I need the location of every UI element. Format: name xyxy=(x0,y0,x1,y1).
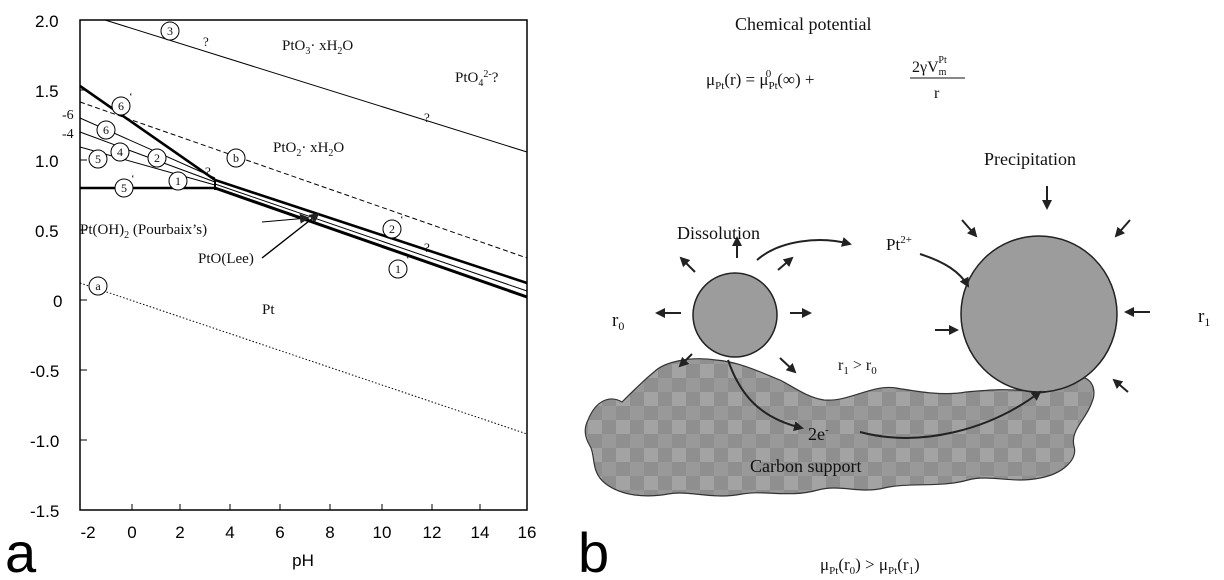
y-tick-label: 0.5 xyxy=(35,222,59,241)
title-chemical-potential: Chemical potential xyxy=(735,14,871,34)
pt2-arrow xyxy=(919,253,969,288)
prime-mark: ‘ xyxy=(400,214,404,226)
x-tick-label: 12 xyxy=(423,523,442,542)
line-4 xyxy=(79,131,216,183)
carbon-support-shape xyxy=(584,358,1095,497)
label-dissolution: Dissolution xyxy=(677,223,760,243)
chemical-potential-formula: μPt(r) = μPt0(∞) + 2γVmPt r xyxy=(706,55,965,102)
circle-label-4: 4 xyxy=(117,145,123,159)
y-tick-label: 1.5 xyxy=(35,82,59,101)
x-tick-label: 4 xyxy=(225,523,234,542)
circle-label-5-prime: 5 xyxy=(121,181,127,195)
y-tick-label: 2.0 xyxy=(35,12,59,31)
small-pt-particle xyxy=(692,272,778,358)
x-tick-label: 0 xyxy=(127,523,136,542)
y-axis-ticks xyxy=(80,19,87,511)
prime-mark: ‘ xyxy=(406,254,410,266)
question-mark: ? xyxy=(424,240,430,255)
arrow-down-right xyxy=(779,357,797,374)
label-2e: 2e- xyxy=(808,424,829,444)
label-ptoh2: Pt(OH)2 (Pourbaix’s) xyxy=(80,222,207,241)
label-r1-gt-r0: r1 > r0 xyxy=(838,357,877,377)
prime-mark: ‘ xyxy=(131,173,135,185)
label-pt2plus: Pt2+ xyxy=(886,234,912,254)
y-tick-label: 1.0 xyxy=(35,152,59,171)
curved-transport-arrow xyxy=(756,237,852,261)
label-minus4: -4 xyxy=(62,127,74,142)
y-tick-label: 0 xyxy=(53,292,62,311)
circle-label-a: a xyxy=(95,279,101,293)
panel-letter-a: a xyxy=(5,521,37,580)
line-1 xyxy=(214,183,528,292)
y-tick-label: -0.5 xyxy=(30,362,59,381)
electron-arrow-transfer xyxy=(859,390,1042,439)
panel-b-ostwald-ripening-diagram: Chemical potential μPt(r) = μPt0(∞) + 2γ… xyxy=(578,14,1210,580)
line-1-prime xyxy=(214,186,528,299)
large-pt-particle xyxy=(960,235,1118,393)
circle-label-3: 3 xyxy=(167,24,173,38)
panel-a-pourbaix-diagram: 2.0 1.5 1.0 0.5 0 -0.5 -1.0 -1.5 -2 0 2 … xyxy=(5,12,536,580)
x-tick-label: 8 xyxy=(325,523,334,542)
label-pto-lee: PtO(Lee) xyxy=(198,251,254,267)
svg-text:2γVmPt: 2γVmPt xyxy=(912,55,947,78)
pourbaix-pointer-arrow xyxy=(261,213,310,224)
label-pt: Pt xyxy=(262,302,275,318)
question-mark: ? xyxy=(205,164,211,179)
arrow-down-left xyxy=(678,353,693,368)
electron-arrow-down xyxy=(727,359,804,432)
line-b-dashed xyxy=(79,101,528,259)
question-mark: ? xyxy=(203,34,209,49)
line-6-prime xyxy=(79,84,528,285)
bottom-inequality: μPt(r0) > μPt(r1) xyxy=(820,555,920,577)
label-pto4: PtO42-? xyxy=(455,69,499,89)
x-tick-label: 10 xyxy=(373,523,392,542)
prime-mark: ‘ xyxy=(129,91,133,103)
x-axis-label: pH xyxy=(292,551,314,570)
panel-letter-b: b xyxy=(578,521,609,580)
x-tick-label: -2 xyxy=(80,523,95,542)
label-precipitation: Precipitation xyxy=(984,149,1076,169)
plot-frame xyxy=(79,19,528,511)
label-pto3: PtO3· xH2O xyxy=(282,38,353,57)
label-carbon-support: Carbon support xyxy=(750,456,862,476)
svg-text:μPt(r) = μPt0(∞) +: μPt(r) = μPt0(∞) + xyxy=(706,68,814,92)
label-pto2: PtO2· xH2O xyxy=(273,140,344,159)
question-mark: ? xyxy=(424,110,430,125)
arrow-down-right xyxy=(961,219,978,238)
circle-label-5: 5 xyxy=(95,152,101,166)
y-tick-label: -1.0 xyxy=(30,432,59,451)
x-tick-label: 14 xyxy=(471,523,490,542)
circle-label-2-prime: 2 xyxy=(389,222,395,236)
circle-label-1-prime: 1 xyxy=(395,262,401,276)
circled-labels xyxy=(88,21,408,296)
x-tick-label: 2 xyxy=(175,523,184,542)
circle-label-b: b xyxy=(233,151,239,165)
x-tick-label: 6 xyxy=(275,523,284,542)
circle-label-6: 6 xyxy=(103,123,109,137)
circle-label-1: 1 xyxy=(175,174,181,188)
y-tick-label: -1.5 xyxy=(30,502,59,521)
arrow-up-left xyxy=(679,256,696,273)
arrow-up-left xyxy=(1112,378,1129,393)
circle-label-2: 2 xyxy=(154,151,160,165)
line-3 xyxy=(104,19,528,153)
svg-text:r: r xyxy=(934,85,940,102)
arrow-down-left xyxy=(1114,219,1131,238)
line-a-dotted xyxy=(79,282,528,435)
arrow-up-right xyxy=(777,256,794,271)
x-axis-ticks xyxy=(79,504,528,510)
label-minus6: -6 xyxy=(62,108,74,123)
lee-pointer-arrow xyxy=(261,212,320,259)
label-r0: r0 xyxy=(612,310,624,333)
circle-label-6-prime: 6 xyxy=(118,99,124,113)
x-tick-label: 16 xyxy=(518,523,537,542)
label-r1: r1 xyxy=(1198,306,1210,329)
